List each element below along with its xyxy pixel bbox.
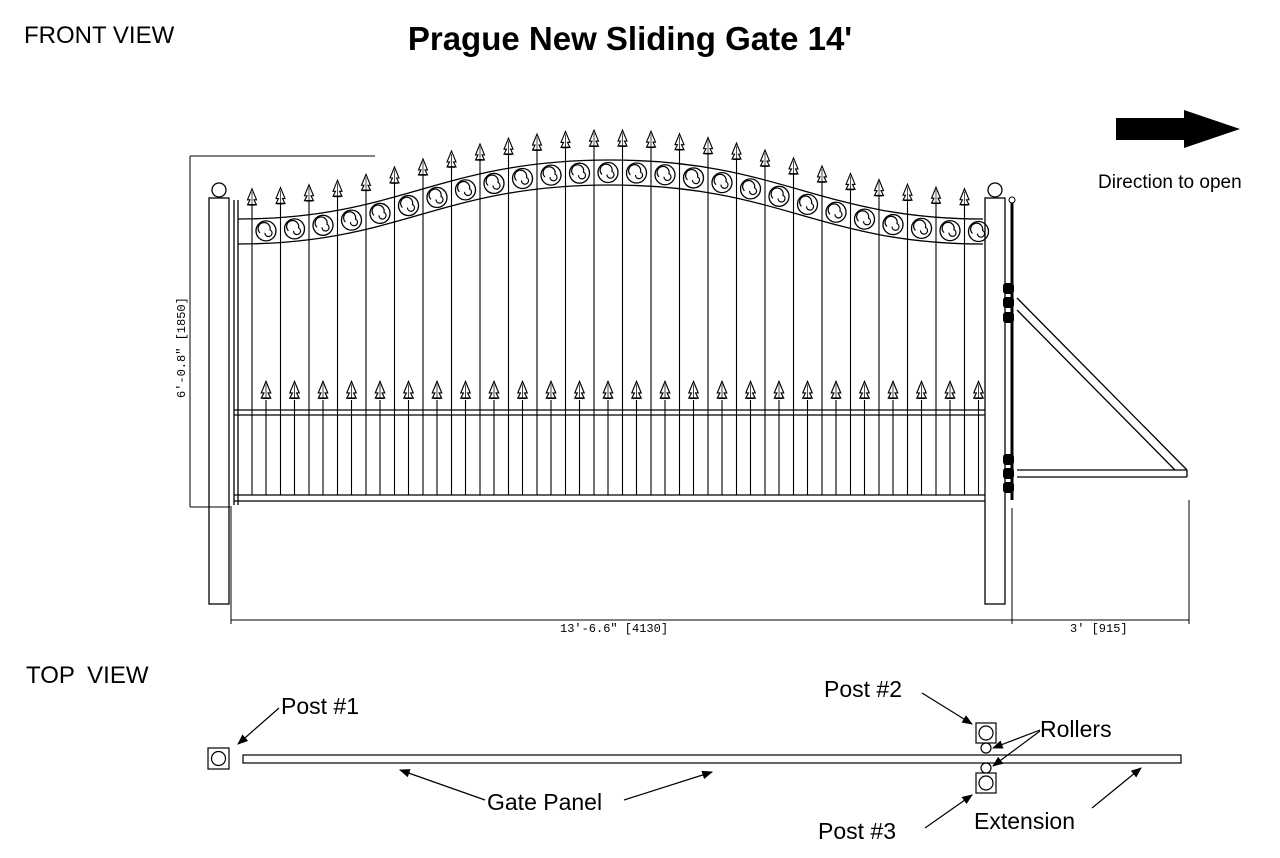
finial — [731, 142, 742, 160]
gate-panel-bar — [242, 754, 1182, 764]
finial — [303, 183, 315, 202]
gate-pickets — [251, 146, 980, 495]
roller-bottom — [980, 762, 992, 774]
hinge-brackets — [1003, 283, 1014, 493]
roller-top — [980, 742, 992, 754]
finial — [446, 150, 457, 168]
post-left — [208, 182, 230, 605]
finial — [702, 136, 714, 155]
extension-label: Extension — [974, 808, 1076, 834]
post-right — [984, 182, 1006, 605]
post3-label: Post #3 — [818, 818, 896, 844]
finial — [332, 179, 343, 198]
finial — [417, 158, 429, 176]
finial — [788, 157, 799, 175]
dimension-width: 13'-6.6" [4130] — [560, 622, 669, 636]
finial — [759, 149, 771, 167]
drawing-title: Prague New Sliding Gate 14' — [407, 20, 853, 57]
finial — [674, 132, 685, 151]
top-finials — [246, 129, 970, 206]
scroll-ornaments — [255, 161, 990, 243]
finial — [845, 172, 856, 191]
post2-label: Post #2 — [824, 676, 902, 702]
post1-label: Post #1 — [281, 693, 359, 719]
dimension-extension: 3' [915] — [1070, 622, 1128, 636]
top-view-label: TOP VIEW — [26, 662, 149, 689]
finial — [503, 137, 514, 156]
rollers-label: Rollers — [1040, 716, 1112, 742]
gate-frame — [233, 159, 985, 505]
finial — [617, 129, 628, 147]
top-view-plan — [207, 722, 1182, 794]
finial — [959, 187, 970, 206]
front-view-label: FRONT VIEW — [24, 22, 175, 49]
finial — [474, 143, 486, 161]
dimension-height: 6'-0.8" [1850] — [175, 297, 189, 398]
finial — [560, 130, 571, 149]
gate-panel-label: Gate Panel — [487, 789, 603, 815]
finial — [275, 186, 286, 205]
finial — [902, 183, 913, 202]
callout-arrows — [237, 692, 1142, 829]
finial — [531, 133, 543, 151]
gate-extension-tail — [1016, 297, 1188, 478]
direction-arrow-icon — [1116, 110, 1240, 148]
finial — [389, 166, 400, 184]
direction-label: Direction to open — [1098, 172, 1242, 193]
finial — [645, 130, 657, 149]
finial — [588, 129, 600, 147]
finial — [873, 178, 885, 197]
finial — [246, 188, 258, 206]
finial — [930, 186, 942, 205]
finial — [360, 173, 372, 192]
dimension-lines — [189, 155, 1190, 624]
finial — [816, 165, 828, 183]
